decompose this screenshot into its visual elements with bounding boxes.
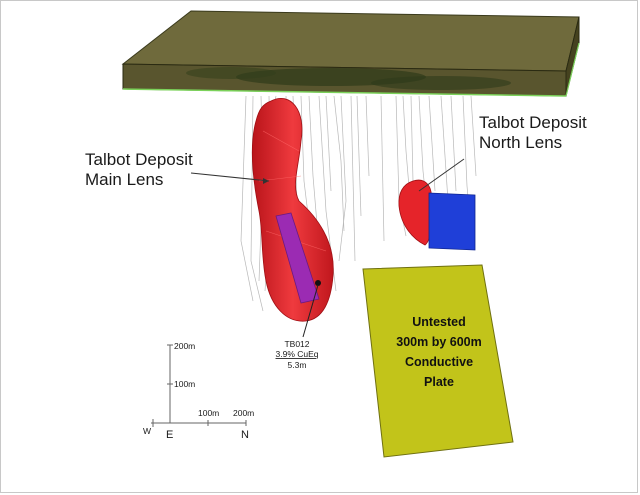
drillhole-grade: 3.9% CuEq [276,349,319,359]
plate-line-1: Untested [412,315,465,329]
scale-axes [151,344,247,427]
surface-slab [121,10,580,97]
plate-line-4: Plate [424,375,454,389]
tb012-intercept-marker [315,280,321,286]
north-lens [398,179,433,246]
scale-vertical-200: 200m [174,341,195,351]
north-blue-plate [428,192,476,251]
drillhole-id: TB012 [284,339,309,349]
main-lens-arrowhead [263,178,269,184]
axis-west-label: W [143,426,151,436]
conductive-plate [362,264,514,458]
axis-east-label: E [166,429,173,441]
north-lens-leader [418,158,465,192]
axis-north-label: N [241,429,249,441]
north-lens-label-1: Talbot Deposit [479,113,587,132]
main-lens-leader [190,172,270,182]
plate-line-2: 300m by 600m [396,335,481,349]
plate-line-3: Conductive [405,355,473,369]
scale-vertical-100: 100m [174,379,195,389]
scale-horizontal-100: 100m [198,408,219,418]
main-lens-label-2: Main Lens [85,170,163,189]
north-lens-label-2: North Lens [479,133,562,152]
main-lens [251,98,334,322]
drillhole-width: 5.3m [288,360,307,370]
main-lens-label-1: Talbot Deposit [85,150,193,169]
scale-horizontal-200: 200m [233,408,254,418]
tb012-leader [302,284,319,338]
intercept-zone [275,212,320,304]
